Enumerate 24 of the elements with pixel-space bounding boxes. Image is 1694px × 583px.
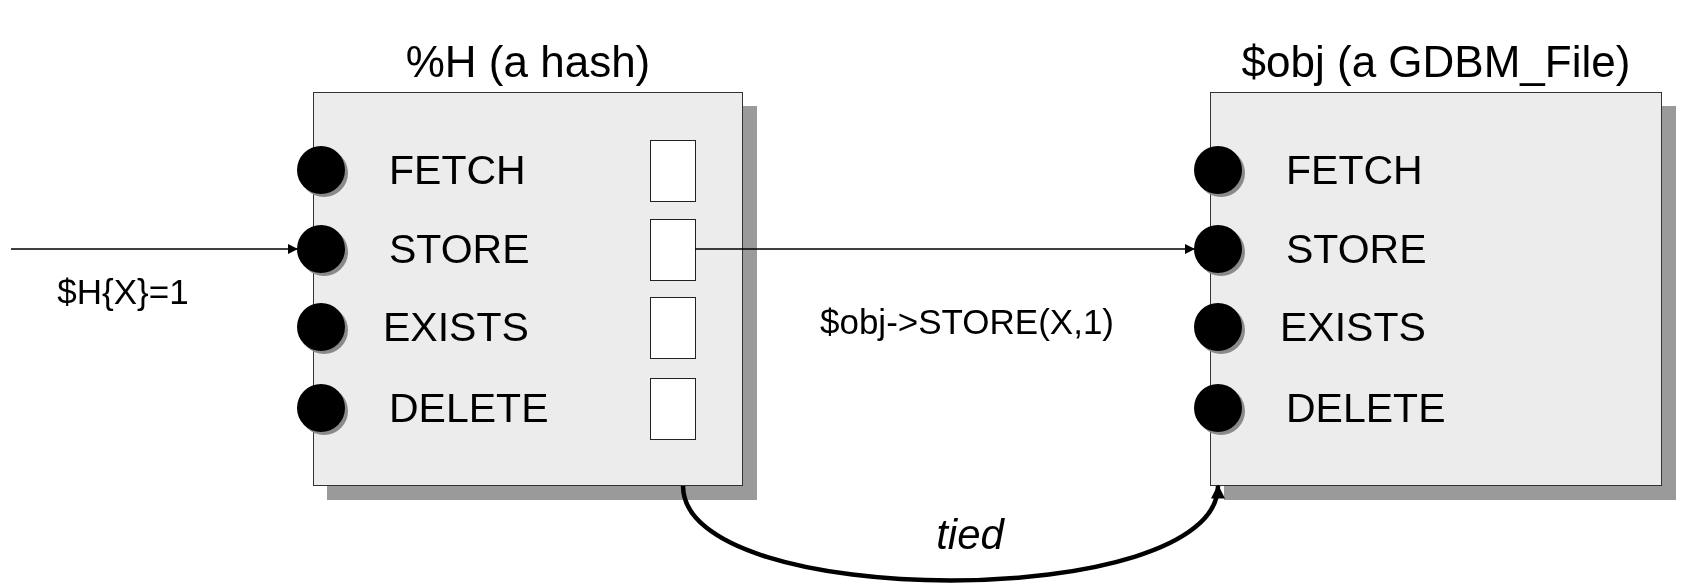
method-name: STORE (1286, 228, 1427, 270)
method-name: STORE (389, 228, 530, 270)
slot-box (650, 297, 696, 359)
method-name: DELETE (389, 387, 549, 429)
slot-box (650, 140, 696, 202)
port-dot (1194, 384, 1242, 432)
slot-box (650, 378, 696, 440)
arrow (694, 244, 1195, 254)
port-dot (297, 303, 345, 351)
port-dot (1194, 146, 1242, 194)
port-dot (297, 225, 345, 273)
slot-box (650, 219, 696, 281)
port-dot (1194, 225, 1242, 273)
method-name: EXISTS (1280, 306, 1426, 348)
panel-title: $obj (a GDBM_File) (1240, 37, 1632, 87)
method-name: DELETE (1286, 387, 1446, 429)
panel-title: %H (a hash) (404, 37, 652, 87)
arrow (10, 244, 298, 254)
port-dot (297, 384, 345, 432)
method-name: FETCH (389, 149, 526, 191)
port-dot (297, 146, 345, 194)
port-dot (1194, 303, 1242, 351)
method-name: FETCH (1286, 149, 1423, 191)
method-name: EXISTS (383, 306, 529, 348)
